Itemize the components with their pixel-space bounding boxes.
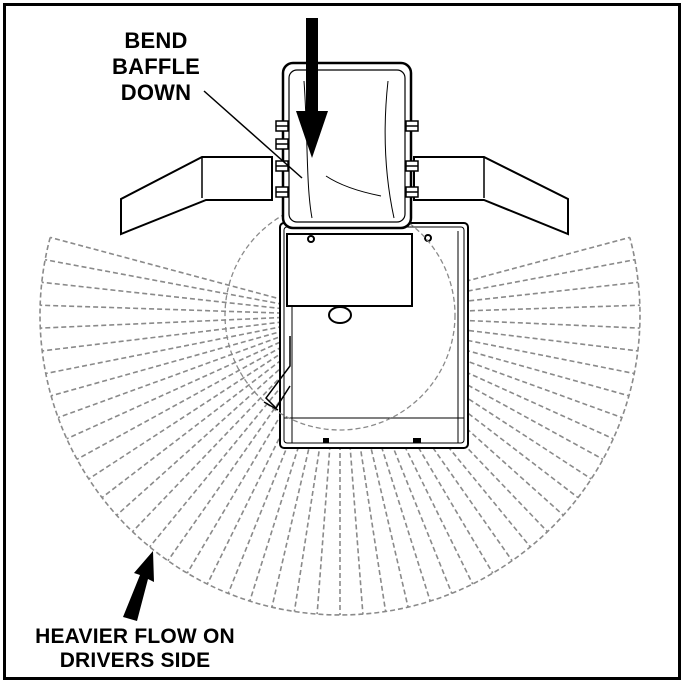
flow-label-line-1: HEAVIER FLOW ON <box>35 625 235 648</box>
bend-label-line-1: BEND <box>124 28 188 53</box>
flow-arrow <box>123 551 154 621</box>
bend-leader-line <box>203 90 303 179</box>
baffle-bracket <box>263 336 291 411</box>
heavier-flow-label: HEAVIER FLOW ON DRIVERS SIDE <box>10 625 260 673</box>
bend-label-line-2: BAFFLE <box>112 54 200 79</box>
spreader-diagram <box>39 18 641 621</box>
left-deflector-wing <box>120 156 273 236</box>
down-arrow <box>296 18 328 158</box>
bend-baffle-label: BEND BAFFLE DOWN <box>86 28 226 106</box>
spinner-circle <box>224 199 456 431</box>
bend-label-line-3: DOWN <box>120 80 192 105</box>
flow-label-line-2: DRIVERS SIDE <box>59 649 211 672</box>
spinner-hub <box>328 306 352 324</box>
right-deflector-wing <box>413 156 569 236</box>
lower-housing <box>279 222 469 449</box>
mounting-bolts <box>275 120 419 198</box>
diagram-frame: BEND BAFFLE DOWN HEAVIER FLOW ON DRIVERS… <box>3 3 681 680</box>
hopper-chute <box>281 61 413 230</box>
